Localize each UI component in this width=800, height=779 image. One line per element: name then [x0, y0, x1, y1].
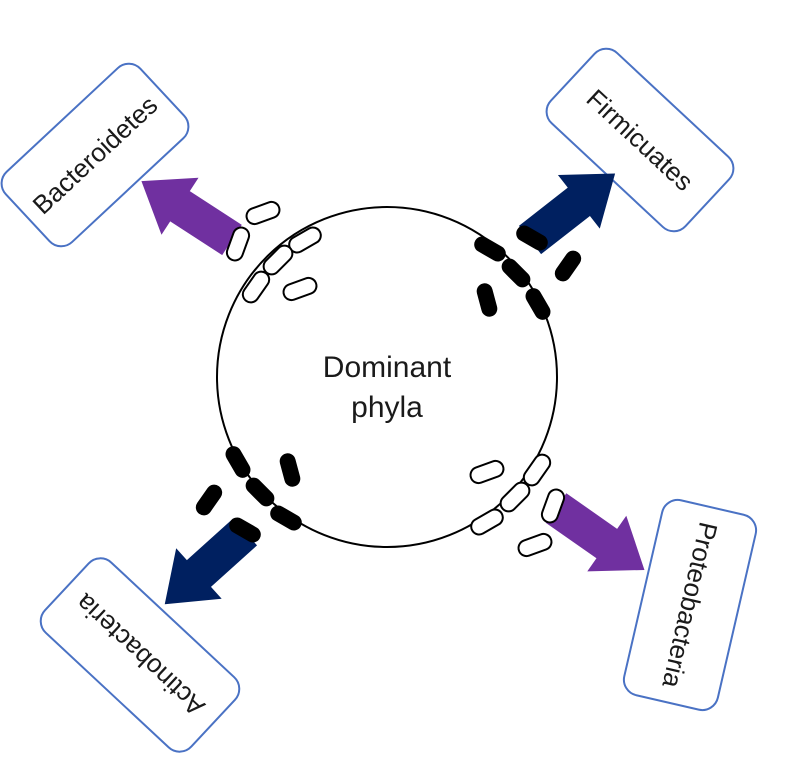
arrow-shape	[518, 173, 616, 255]
bacterium-white	[469, 459, 505, 485]
bacteria-cluster-upper-right	[474, 225, 582, 320]
bacterium-white	[245, 200, 281, 226]
bacterium-black	[554, 250, 582, 282]
bacterium-black	[270, 505, 302, 531]
firmicutes-arrow	[518, 173, 616, 255]
center-label-line2: phyla	[351, 391, 423, 424]
proteobacteria-box: Proteobacteria	[622, 498, 758, 712]
bacteria-cluster-upper-left	[225, 200, 322, 304]
center-label-line1: Dominant	[323, 351, 452, 384]
bacterium-white	[225, 226, 251, 262]
bacteria-cluster-lower-left	[195, 446, 302, 543]
bacterium-white	[540, 488, 566, 524]
bacterium-black	[476, 283, 498, 317]
actinobacteria-arrow	[164, 518, 258, 605]
bacterium-white	[517, 532, 553, 558]
bacterium-black	[279, 453, 301, 487]
bacterium-black	[245, 477, 275, 507]
bacteroidetes-arrow	[141, 177, 242, 256]
bacterium-black	[474, 236, 506, 262]
bacterium-black	[225, 446, 251, 478]
bacterium-black	[516, 225, 548, 251]
bacteria-cluster-lower-right	[469, 453, 566, 558]
bacterium-black	[195, 484, 223, 516]
bacterium-black	[525, 288, 551, 320]
arrow-shape	[164, 518, 258, 605]
bacterium-white	[470, 508, 504, 536]
bacterium-black	[229, 517, 261, 543]
bacterium-white	[282, 276, 318, 302]
arrow-shape	[545, 493, 645, 572]
bacterium-white	[241, 270, 271, 304]
arrow-shape	[141, 177, 242, 256]
bacterium-black	[501, 258, 531, 288]
proteobacteria-arrow	[545, 493, 645, 572]
bacterium-white	[262, 244, 294, 276]
